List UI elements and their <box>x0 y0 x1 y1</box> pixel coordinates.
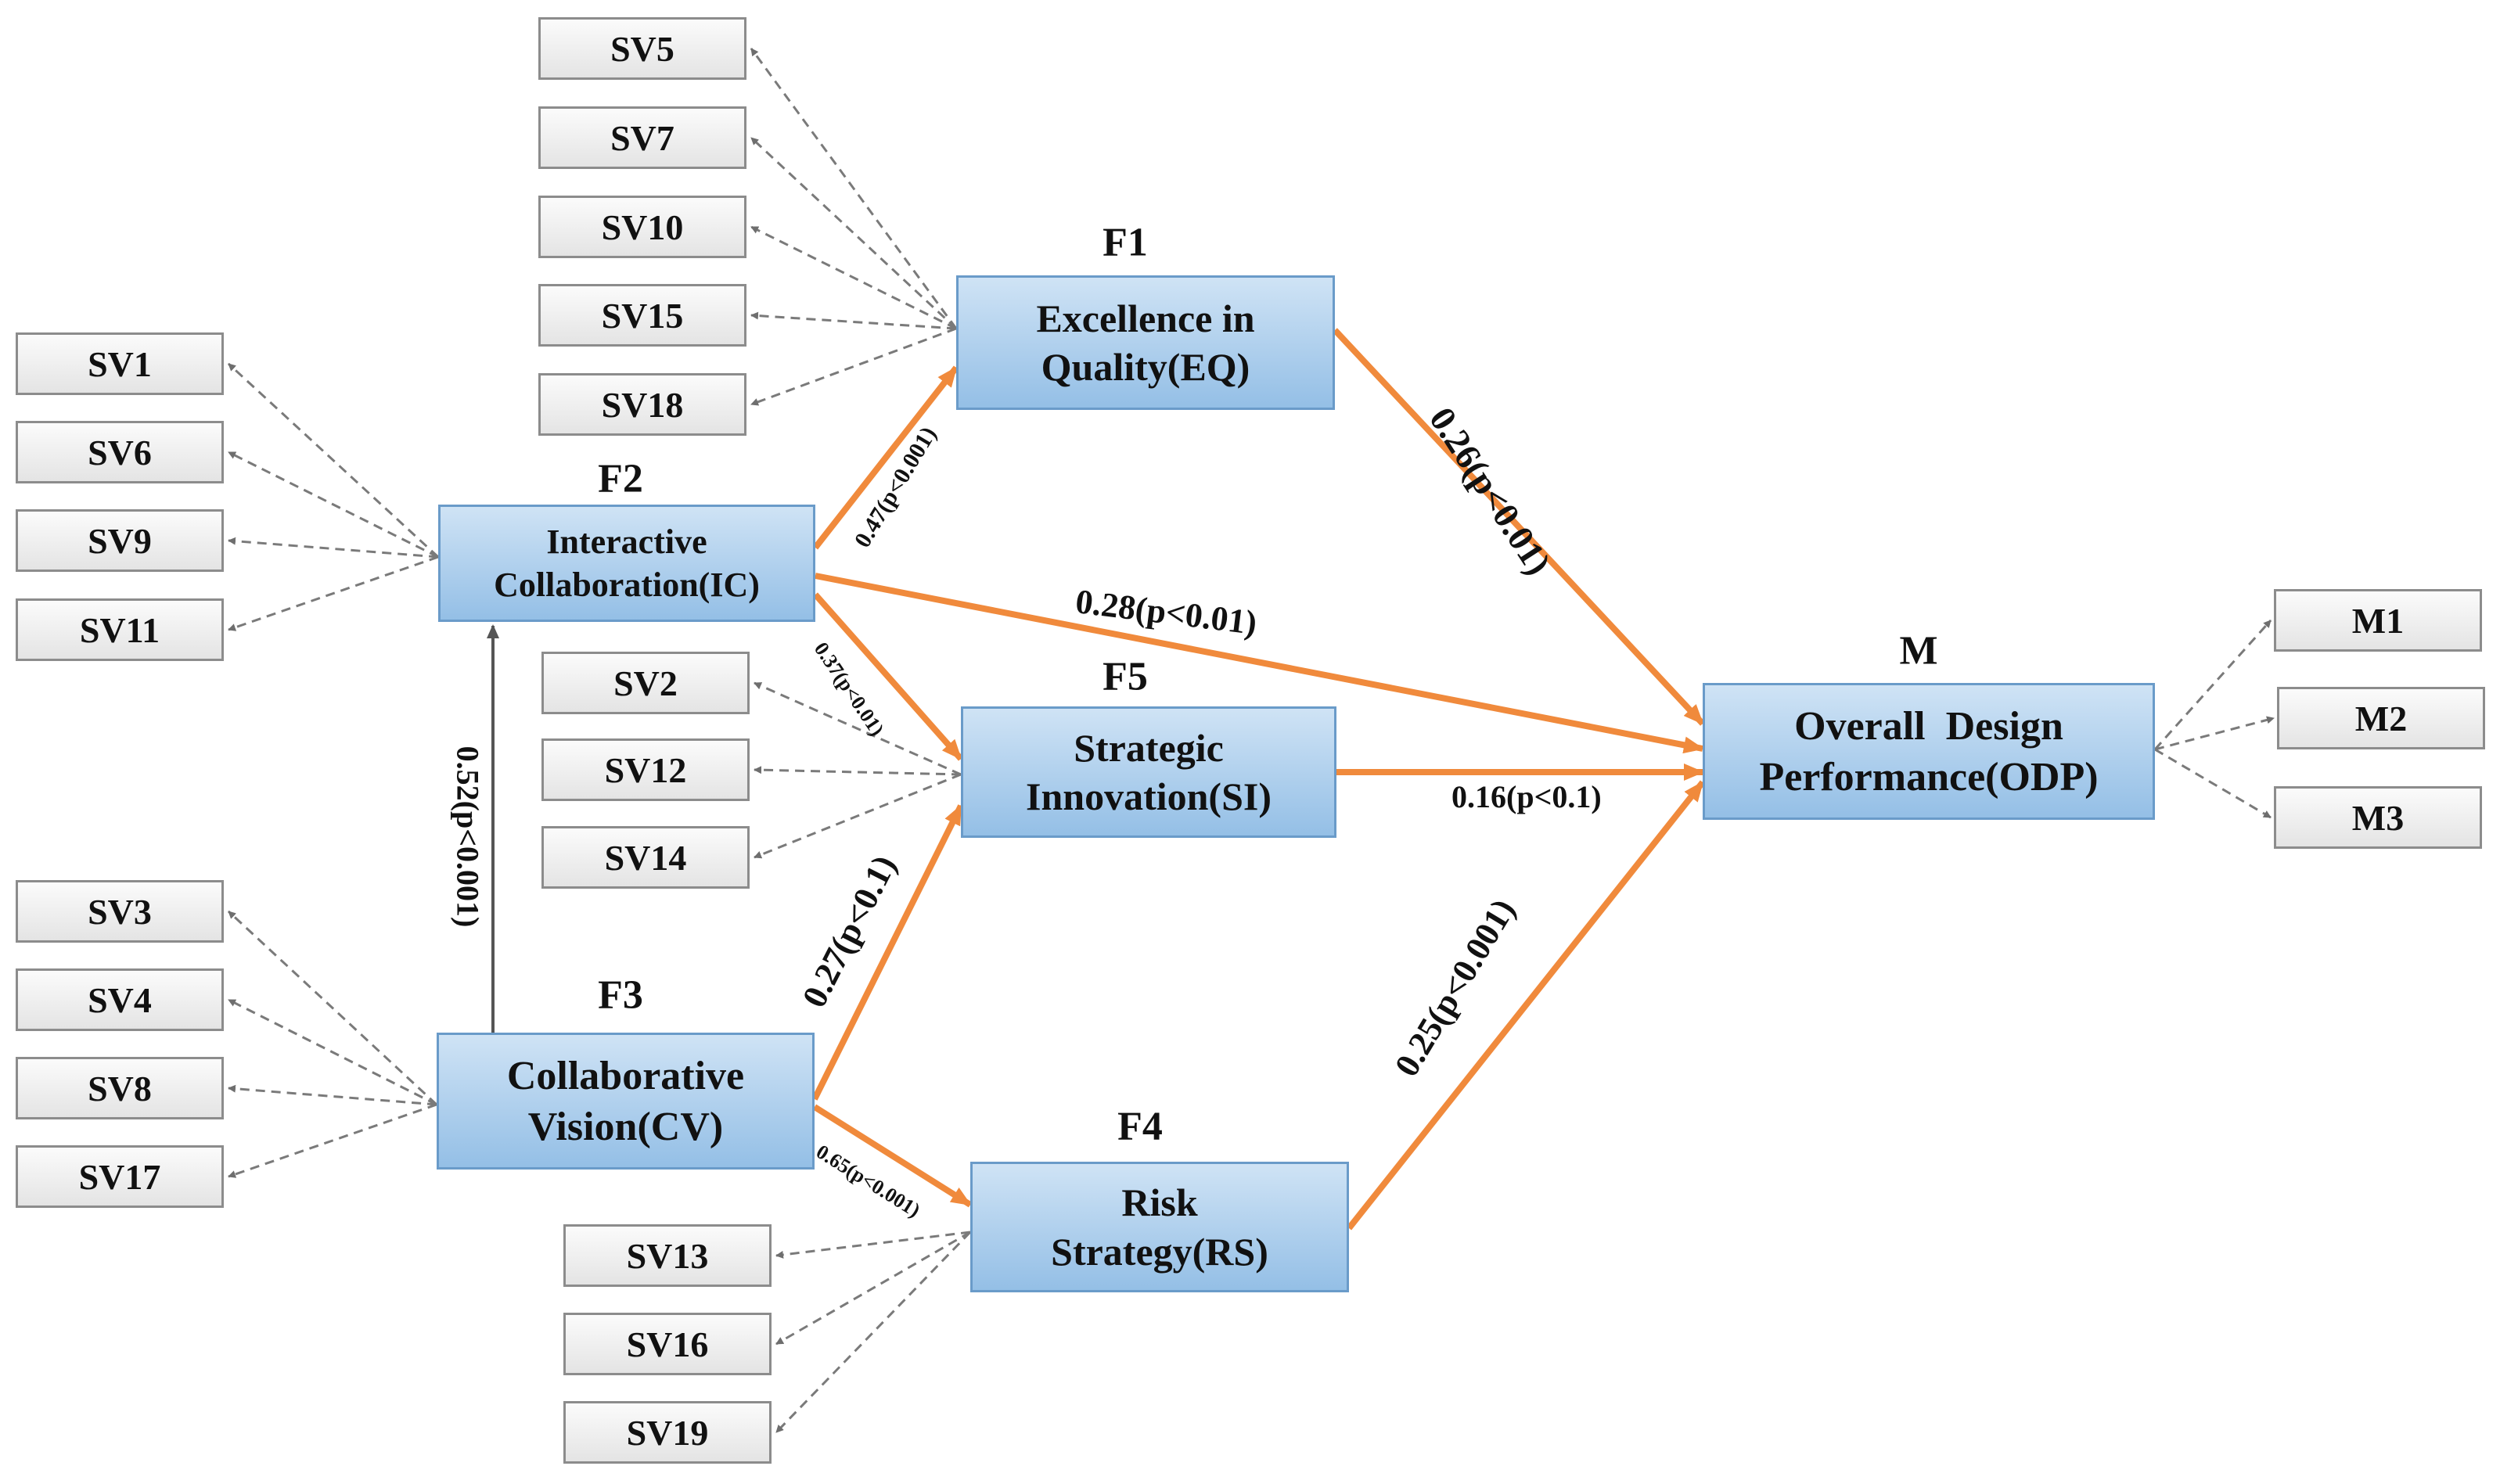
indicator-sv2: SV2 <box>541 652 750 714</box>
factor-f1-line2: Quality(EQ) <box>1041 345 1250 389</box>
indicator-sv15: SV15 <box>538 284 746 347</box>
indicator-link-f1-1 <box>750 136 958 330</box>
path-arrow-f2-m <box>815 573 1704 754</box>
indicator-link-f4-1 <box>775 1231 971 1346</box>
indicator-link-f2-0 <box>227 362 440 559</box>
indicator-link-f3-0 <box>227 910 438 1106</box>
path-arrow-f3-f5 <box>811 804 964 1101</box>
path-arrow-f4-m <box>1346 780 1706 1231</box>
factor-m-line2: Performance(ODP) <box>1759 754 2099 799</box>
indicator-sv3: SV3 <box>16 880 224 943</box>
factor-id-f3: F3 <box>598 972 643 1018</box>
indicator-link-m-2 <box>2154 748 2272 819</box>
indicator-link-f1-2 <box>750 225 957 330</box>
indicator-sv11: SV11 <box>16 598 224 661</box>
factor-id-f1: F1 <box>1103 220 1148 265</box>
path-arrow-f1-m <box>1333 328 1705 726</box>
indicator-link-f1-0 <box>750 48 958 329</box>
indicator-sv16: SV16 <box>563 1313 772 1375</box>
factor-box-f1: Excellence in Quality(EQ) <box>956 275 1335 410</box>
indicator-m3: M3 <box>2274 786 2482 849</box>
indicator-sv18: SV18 <box>538 373 746 436</box>
path-arrow-f2-f1 <box>812 365 959 550</box>
indicator-link-f5-2 <box>754 773 962 859</box>
indicator-link-f5-1 <box>754 766 962 776</box>
indicator-link-f4-0 <box>775 1231 971 1259</box>
indicator-link-f2-1 <box>228 451 439 559</box>
indicator-link-f3-2 <box>228 1084 437 1106</box>
factor-m-line1: Overall Design <box>1794 703 2063 749</box>
factor-id-m: M <box>1899 628 1938 674</box>
factor-f3-line2: Vision(CV) <box>527 1104 724 1149</box>
indicator-sv7: SV7 <box>538 106 746 169</box>
indicator-sv9: SV9 <box>16 509 224 572</box>
indicator-sv8: SV8 <box>16 1057 224 1119</box>
factor-box-m: Overall Design Performance(ODP) <box>1703 683 2155 820</box>
indicator-link-f2-2 <box>228 537 439 559</box>
factor-id-f5: F5 <box>1103 654 1148 699</box>
indicator-sv12: SV12 <box>541 738 750 801</box>
factor-f1-line1: Excellence in <box>1036 296 1255 340</box>
factor-box-f5: Strategic Innovation(SI) <box>961 706 1336 838</box>
indicator-sv10: SV10 <box>538 196 746 258</box>
indicator-link-f5-0 <box>754 681 962 776</box>
path-arrow-f2-f5 <box>813 592 963 761</box>
indicator-sv6: SV6 <box>16 421 224 483</box>
indicator-sv13: SV13 <box>563 1224 772 1287</box>
factor-id-f4: F4 <box>1117 1104 1163 1149</box>
indicator-link-f2-3 <box>228 555 439 631</box>
indicator-link-m-1 <box>2154 716 2275 751</box>
indicator-link-f4-2 <box>775 1231 972 1434</box>
indicator-link-f3-1 <box>228 998 437 1106</box>
indicator-sv4: SV4 <box>16 968 224 1031</box>
path-arrow-f3-f4 <box>812 1104 973 1208</box>
indicator-link-f1-3 <box>750 311 957 330</box>
indicator-sv19: SV19 <box>563 1401 772 1464</box>
coef-f5-m: 0.16(p<0.1) <box>1451 779 1602 814</box>
indicator-link-f1-4 <box>750 327 957 406</box>
factor-f5-line2: Innovation(SI) <box>1026 774 1272 818</box>
factor-box-f2: Interactive Collaboration(IC) <box>438 505 815 622</box>
coef-f3-f2: 0.52(p<0.001) <box>450 746 486 928</box>
factor-f5-line1: Strategic <box>1074 725 1224 770</box>
indicator-link-f3-3 <box>228 1103 437 1178</box>
factor-f2-line1: Interactive <box>546 523 707 561</box>
factor-box-f3: Collaborative Vision(CV) <box>437 1033 815 1170</box>
indicator-sv14: SV14 <box>541 826 750 889</box>
factor-f2-line2: Collaboration(IC) <box>494 566 760 604</box>
indicator-link-m-0 <box>2153 619 2272 751</box>
indicator-sv17: SV17 <box>16 1145 224 1208</box>
factor-f4-line2: Strategy(RS) <box>1051 1229 1268 1274</box>
indicator-sv5: SV5 <box>538 17 746 80</box>
factor-f4-line1: Risk <box>1121 1180 1198 1224</box>
indicator-sv1: SV1 <box>16 332 224 395</box>
factor-id-f2: F2 <box>598 456 643 501</box>
indicator-m1: M1 <box>2274 589 2482 652</box>
factor-box-f4: Risk Strategy(RS) <box>970 1162 1349 1292</box>
indicator-m2: M2 <box>2277 687 2485 749</box>
factor-f3-line1: Collaborative <box>506 1053 745 1098</box>
